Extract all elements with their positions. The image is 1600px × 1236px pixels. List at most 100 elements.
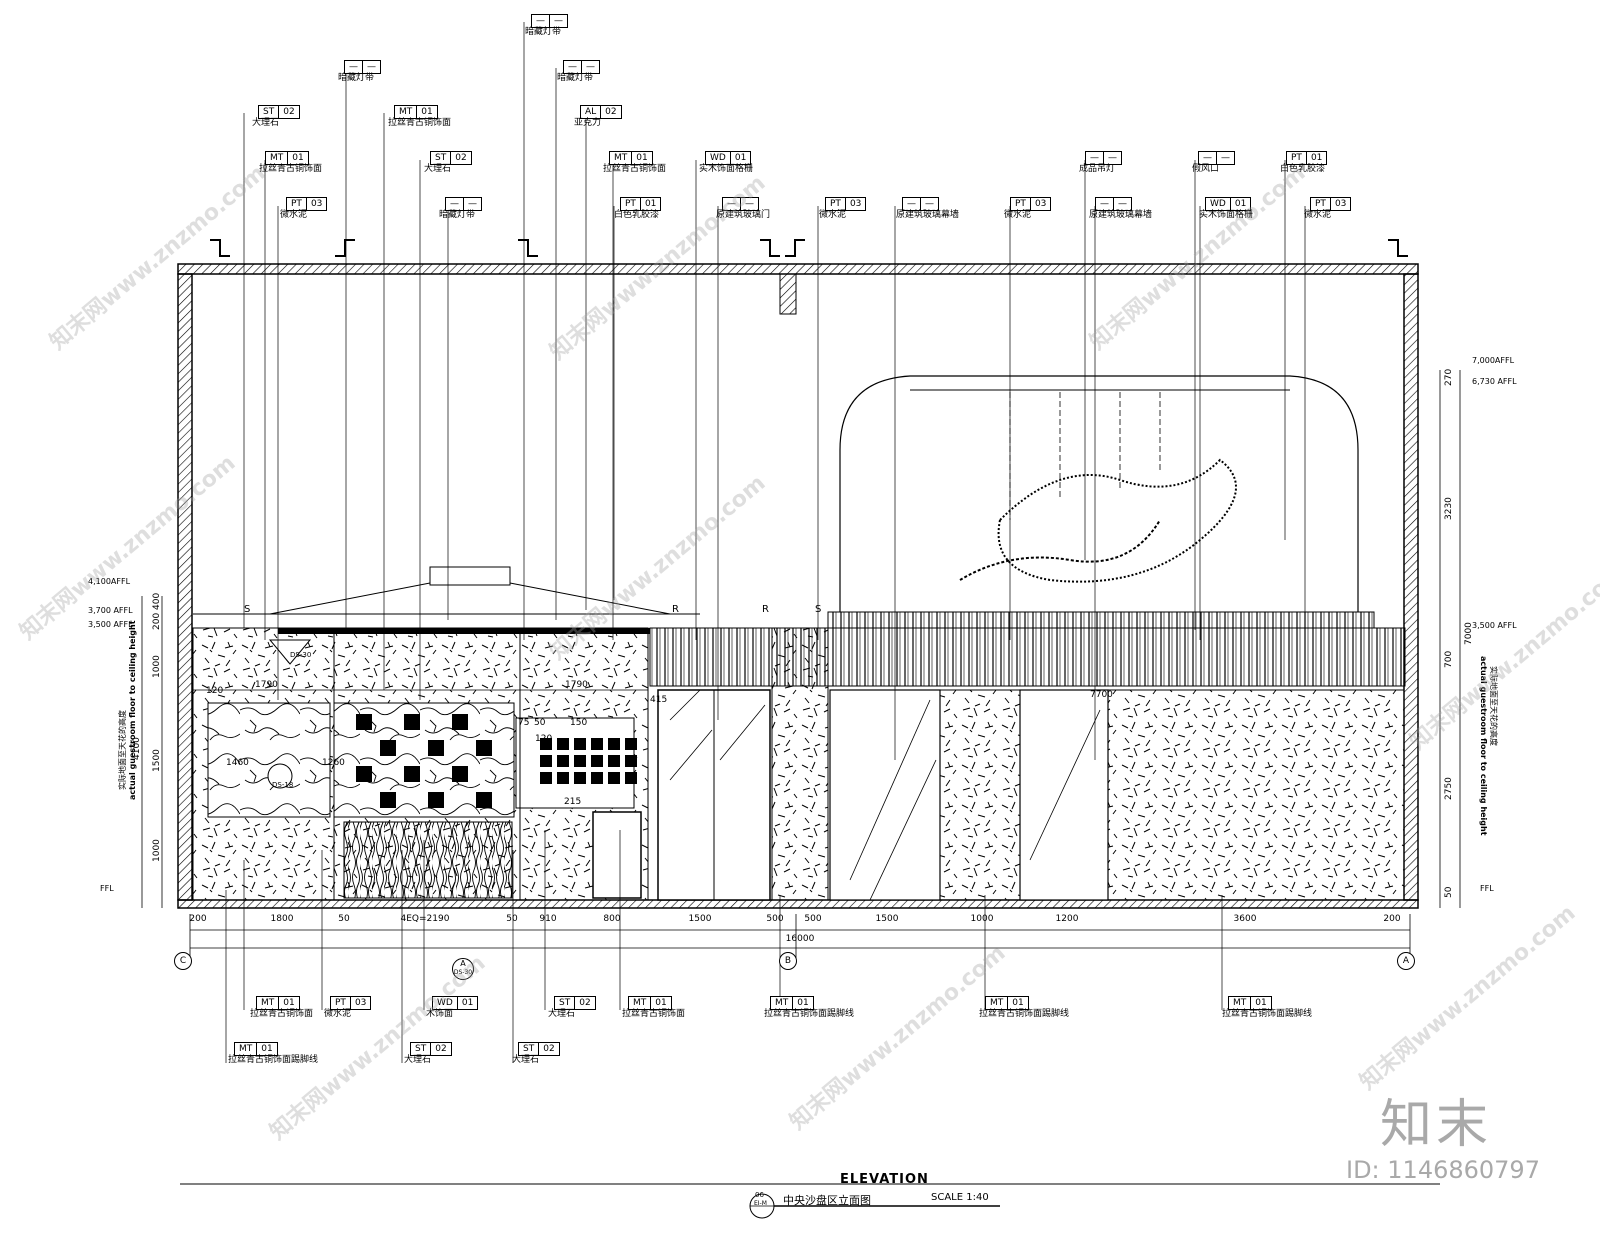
section-mark-letter: A xyxy=(460,959,466,968)
bottom-dim-14: 200 xyxy=(1383,914,1401,924)
drawing-title: ELEVATION xyxy=(840,1172,929,1187)
tag-code: WD xyxy=(437,998,453,1008)
tag-code: — xyxy=(349,62,358,72)
detail-mark-0: DS-30 xyxy=(290,651,312,659)
tag-code: MT xyxy=(270,153,284,163)
bottom-tag-desc-9: 大理石 xyxy=(404,1055,432,1065)
tag-code: ST xyxy=(435,153,447,163)
bottom-dim-6: 800 xyxy=(603,914,621,924)
bottom-tag-desc-10: 大理石 xyxy=(512,1055,540,1065)
tag-number: 03 xyxy=(305,198,326,210)
bottom-tag-desc-8: 拉丝青古铜饰面踢脚线 xyxy=(228,1055,319,1065)
tag-code: PT xyxy=(1315,199,1326,209)
level-right-2: 6,730 AFFL xyxy=(1472,377,1517,386)
tag-number: — xyxy=(581,61,599,73)
top-tag-desc-0: 大理石 xyxy=(252,118,280,128)
tag-code: ST xyxy=(415,1044,427,1054)
top-tag-3: —— xyxy=(344,60,381,74)
bottom-dim-12: 1200 xyxy=(1055,914,1079,924)
top-tag-desc-14: 微水泥 xyxy=(819,210,847,220)
tag-number: 01 xyxy=(650,997,670,1009)
tag-code: PT xyxy=(291,199,302,209)
tag-code: PT xyxy=(335,998,346,1008)
tag-code: WD xyxy=(1210,199,1226,209)
top-tag-desc-11: 白色乳胶漆 xyxy=(614,210,660,220)
shelf-block-21 xyxy=(591,755,603,767)
symbol-3: S xyxy=(815,604,822,615)
inner-dim-3: 120 xyxy=(206,686,224,696)
tag-number: — xyxy=(1216,152,1234,164)
top-leader-lines xyxy=(243,22,1306,760)
top-tag-7: —— xyxy=(531,14,568,28)
total-dimension: 16000 xyxy=(785,934,815,944)
bottom-dim-13: 3600 xyxy=(1233,914,1257,924)
shelf-block-26 xyxy=(574,772,586,784)
bottom-tag-desc-3: 大理石 xyxy=(548,1009,576,1019)
bottom-dim-2: 50 xyxy=(338,914,350,924)
right-dim-3: 2750 xyxy=(1444,777,1454,800)
bottom-dim-5: 910 xyxy=(539,914,557,924)
left-wall-zone xyxy=(192,627,650,901)
brand-logo: 知末 xyxy=(1380,1095,1493,1155)
top-tag-desc-19: 假风口 xyxy=(1192,164,1220,174)
shelf-block-18 xyxy=(540,755,552,767)
level-left-1: 4,100AFFL xyxy=(88,577,131,586)
inner-dim-11: 120 xyxy=(535,734,553,744)
symbol-1: R xyxy=(672,604,679,615)
bottom-tag-desc-1: 微水泥 xyxy=(324,1009,352,1019)
tag-number: 01 xyxy=(639,198,660,210)
right-dim-4: 50 xyxy=(1444,886,1454,898)
top-tag-desc-12: 实木饰面格栅 xyxy=(699,164,754,174)
level-left-3: 3,500 AFFL xyxy=(88,620,133,629)
top-tag-17: —— xyxy=(1085,151,1122,165)
tag-number: — xyxy=(1113,198,1131,210)
inner-dim-1: 1790 xyxy=(565,680,588,690)
inner-dim-2: 7700 xyxy=(1090,690,1113,700)
top-tag-desc-5: 大理石 xyxy=(424,164,452,174)
shelf-block-27 xyxy=(591,772,603,784)
grid-bubble-c: C xyxy=(174,952,192,970)
inner-dim-5: 1260 xyxy=(322,758,345,768)
tag-number: 01 xyxy=(631,152,651,164)
tag-code: — xyxy=(1090,153,1099,163)
shelf-block-22 xyxy=(608,755,620,767)
shelf-block-23 xyxy=(625,755,637,767)
inner-dim-6: 415 xyxy=(650,695,668,705)
image-id: ID: 1146860797 xyxy=(1346,1156,1540,1184)
tag-code: WD xyxy=(710,153,726,163)
tag-number: 02 xyxy=(450,152,470,164)
level-left-4: FFL xyxy=(100,884,114,893)
tag-number: 02 xyxy=(574,997,594,1009)
tag-number: — xyxy=(920,198,938,210)
tag-code: MT xyxy=(775,998,789,1008)
structure-frame xyxy=(177,263,1419,909)
top-tag-6: —— xyxy=(445,197,482,211)
shelf-block-15 xyxy=(591,738,603,750)
shelf-block-13 xyxy=(557,738,569,750)
pitched-canopy xyxy=(193,566,700,615)
right-wall-zone xyxy=(649,611,1406,901)
tag-code: ST xyxy=(523,1044,535,1054)
shelf-block-0 xyxy=(356,714,372,730)
bottom-dim-1: 1800 xyxy=(270,914,294,924)
shelf-block-25 xyxy=(557,772,569,784)
arched-opening xyxy=(839,375,1359,612)
left-dim-4: 1000 xyxy=(152,839,162,862)
tag-code: PT xyxy=(625,199,636,209)
tag-number: 01 xyxy=(792,997,812,1009)
level-left-2: 3,700 AFFL xyxy=(88,606,133,615)
tag-number: 01 xyxy=(287,152,307,164)
bottom-tag-desc-5: 拉丝青古铜饰面踢脚线 xyxy=(764,1009,855,1019)
tag-number: 02 xyxy=(600,106,620,118)
top-tag-desc-10: 拉丝青古铜饰面 xyxy=(603,164,667,174)
